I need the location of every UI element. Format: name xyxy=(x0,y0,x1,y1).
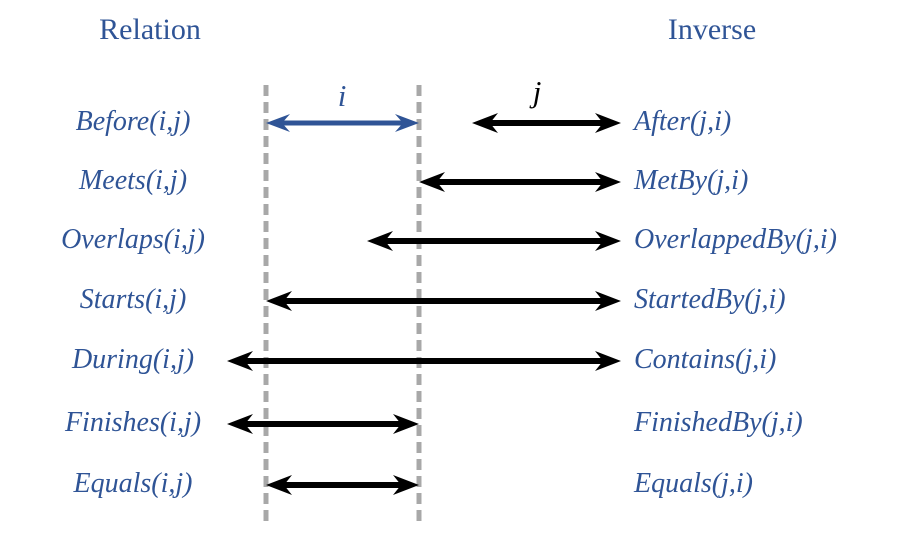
relation-column-header: Relation xyxy=(99,13,201,46)
relation-label-4: During(i,j) xyxy=(71,344,195,375)
inverse-label-5: FinishedBy(j,i) xyxy=(634,407,803,438)
row-0-interval-i-arrow-right-head xyxy=(395,114,419,132)
inverse-label-6: Equals(j,i) xyxy=(634,468,753,499)
row-0-interval-j-arrow-right-head xyxy=(595,113,621,133)
relation-label-2: Overlaps(i,j) xyxy=(61,224,205,255)
row-3-interval-j-arrow-left-head xyxy=(266,291,292,311)
relation-label-1: Meets(i,j) xyxy=(78,165,188,196)
row-5-interval-j-arrow-right-head xyxy=(393,414,419,434)
inverse-label-2: OverlappedBy(j,i) xyxy=(634,224,837,255)
relation-label-3: Starts(i,j) xyxy=(79,284,187,315)
interval-j-label: j xyxy=(532,74,542,109)
row-6-interval-j-arrow-right-head xyxy=(393,475,419,495)
inverse-label-3: StartedBy(j,i) xyxy=(634,284,786,315)
row-4-interval-j-arrow-left-head xyxy=(227,351,253,371)
relation-label-0: Before(i,j) xyxy=(75,106,191,137)
interval-i-label: i xyxy=(337,78,347,113)
row-0-interval-i-arrow-left-head xyxy=(266,114,290,132)
row-5-interval-j-arrow-left-head xyxy=(227,414,253,434)
inverse-column-header: Inverse xyxy=(667,13,757,46)
row-2-interval-j-arrow-left-head xyxy=(367,231,393,251)
row-0-interval-j-arrow-left-head xyxy=(472,113,498,133)
row-1-interval-j-arrow-right-head xyxy=(595,172,621,192)
inverse-label-4: Contains(j,i) xyxy=(634,344,777,375)
row-4-interval-j-arrow-right-head xyxy=(595,351,621,371)
relation-label-5: Finishes(i,j) xyxy=(64,407,202,438)
inverse-label-1: MetBy(j,i) xyxy=(634,165,749,196)
row-3-interval-j-arrow-right-head xyxy=(595,291,621,311)
row-6-interval-j-arrow-left-head xyxy=(266,475,292,495)
row-2-interval-j-arrow-right-head xyxy=(595,231,621,251)
row-1-interval-j-arrow-left-head xyxy=(419,172,445,192)
relation-label-6: Equals(i,j) xyxy=(73,468,193,499)
inverse-label-0: After(j,i) xyxy=(634,106,732,137)
